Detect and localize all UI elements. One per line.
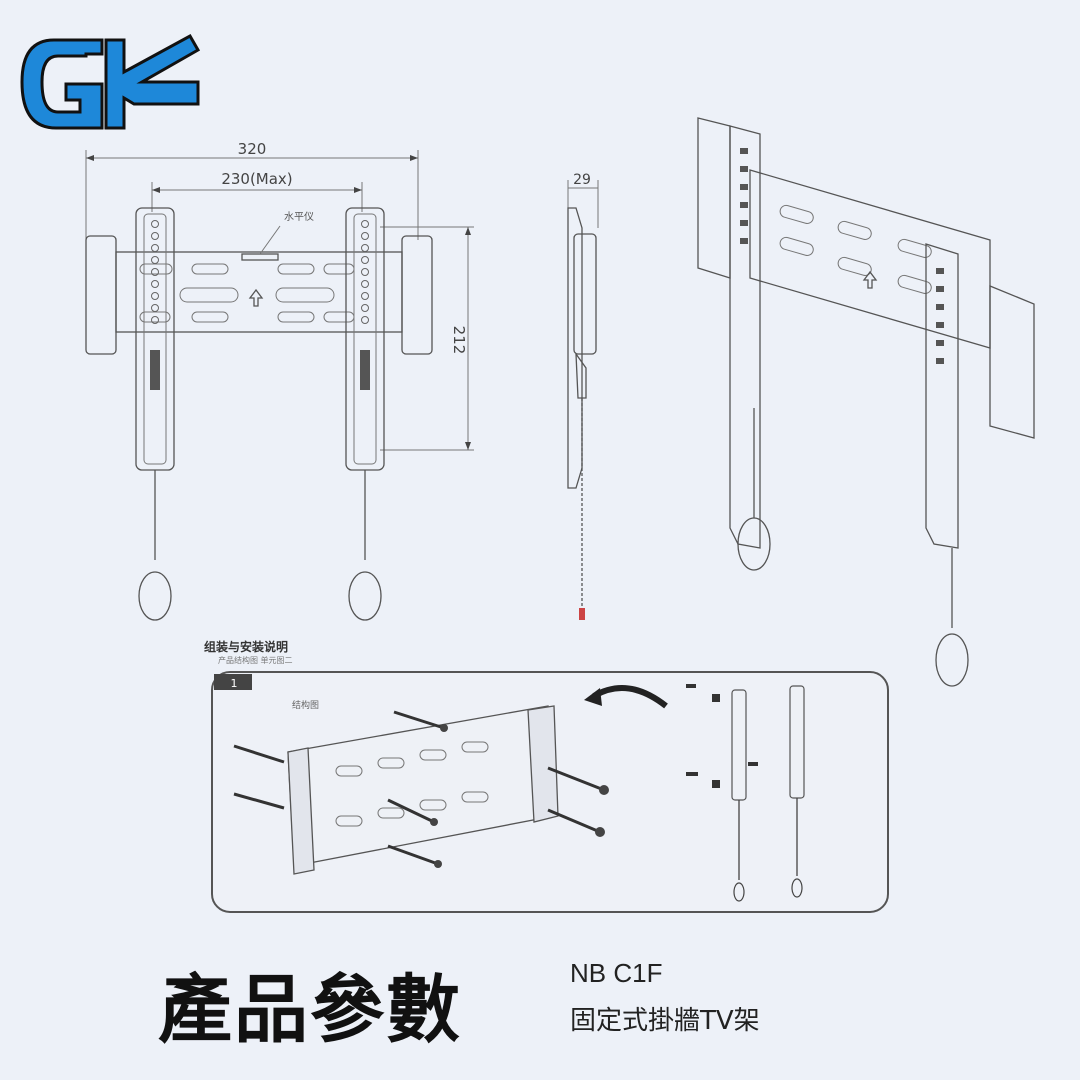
step-number: 1 (231, 677, 238, 690)
product-model: NB C1F (570, 958, 663, 988)
logo-k-letter (104, 33, 201, 130)
logo-g-letter (20, 38, 104, 130)
instruction-subheading: 产品结构图 单元图二 (218, 656, 293, 665)
front-view-drawing: 320 230(Max) 212 水平仪 (85, 140, 474, 621)
product-description: 固定式掛牆TV架 (570, 1006, 760, 1036)
level-callout-label: 水平仪 (284, 211, 314, 223)
dimension-vesa-label: 230(Max) (221, 170, 292, 188)
brand-logo (20, 33, 201, 130)
dimension-width-label: 320 (238, 140, 267, 158)
perspective-view-drawing (697, 117, 1035, 687)
dimension-height-label: 212 (450, 326, 468, 355)
instruction-heading: 组装与安装说明 (204, 640, 289, 654)
side-view-drawing: 29 (567, 172, 599, 620)
left-vertical-arm (135, 207, 175, 621)
installation-step-panel: 1 结构图 (211, 671, 889, 913)
step-label: 结构图 (292, 699, 319, 711)
right-vertical-arm (345, 207, 385, 621)
section-title: 產品參數 (158, 967, 462, 1053)
dimension-depth-label: 29 (573, 172, 591, 188)
